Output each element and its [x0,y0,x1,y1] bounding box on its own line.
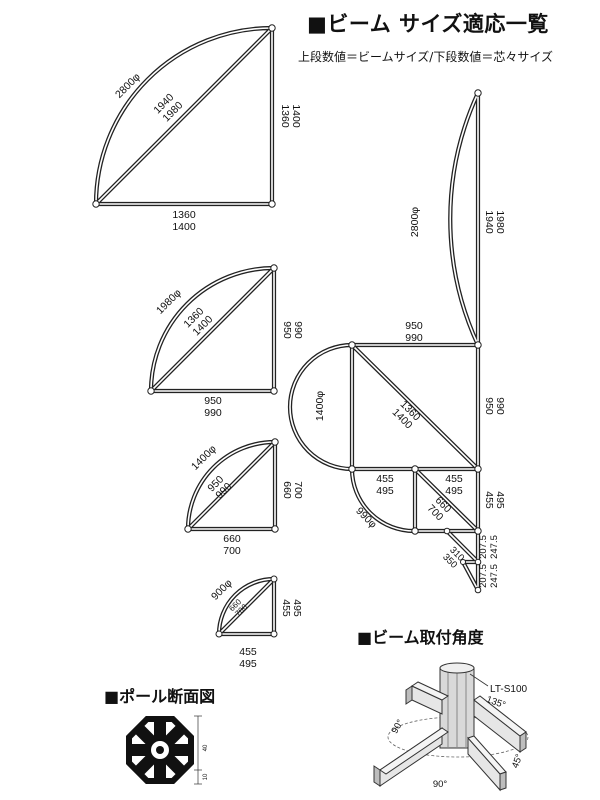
combo-mid-right-top: 455 [445,473,463,485]
joint-icon [215,575,278,638]
joint-icon [147,264,278,395]
q2800-bottom-bottom: 1400 [172,221,196,233]
mount-angle-45: 45° [510,752,525,769]
q2800-side-bottom: 1400 [290,104,302,128]
q1980-bottom-bottom: 990 [204,407,222,419]
combo-right-mid-top: 950 [483,397,495,415]
q2800-side-top: 1360 [279,104,291,128]
q900-side-bottom: 495 [291,599,303,617]
combo-top-bottom: 990 [405,332,423,344]
mount-angle-90-left: 90° [389,718,406,736]
joint-icon [92,24,276,208]
combination-diagram: 2800φ 1940 1980 950 990 1400φ 950 990 13… [287,89,506,594]
pole-dim-outer: 40 [203,744,209,751]
combo-mid-left-bottom: 495 [376,485,394,497]
mount-model-label: LT-S100 [490,684,527,695]
combo-tiny-a-bottom: 247.5 [489,535,500,559]
angle-heading: ■ビーム取付角度 [357,628,484,647]
beam-left-icon [405,681,450,715]
combo-right-low-bottom: 495 [494,491,506,509]
q1980-bottom-top: 950 [204,395,222,407]
beam-mount-illustration: LT-S100 135° 90° 90° 45° [373,662,529,792]
q900-bottom-top: 455 [239,646,257,658]
combo-mid-right-bottom: 495 [445,485,463,497]
pole-icon [439,662,475,749]
combo-big-side-top: 1940 [483,210,495,234]
combo-left-arc: 1400φ [314,391,326,421]
combo-tiny-b-bottom: 247.5 [489,564,500,588]
quarter-2800-diagram: 2800φ 1940 1980 1360 1400 1360 1400 [92,24,302,233]
q1400-side-bottom: 700 [292,481,304,499]
q1400-bottom-top: 660 [223,533,241,545]
combo-bottom-arc: 990φ [353,505,379,531]
mount-angle-90-bottom: 90° [433,779,448,790]
combo-big-side-bottom: 1980 [494,210,506,234]
combo-right-low-top: 455 [483,491,495,509]
pole-heading: ■ポール断面図 [104,687,216,706]
combo-mid-left-top: 455 [376,473,394,485]
combo-top-top: 950 [405,320,423,332]
q1980-side-bottom: 990 [292,321,304,339]
combo-tiny-a-top: 207.5 [478,535,489,559]
combo-tiny-b-top: 207.5 [478,564,489,588]
beam-right-icon [473,695,527,754]
page-subtitle: 上段数値＝ビームサイズ/下段数値＝芯々サイズ [298,50,553,64]
pole-dim-inner: 10 [203,773,209,780]
pole-cross-section-icon: 40 10 [126,715,209,785]
quarter-1400-diagram: 1400φ 950 990 660 700 660 700 [184,438,304,557]
q1980-side-top: 950 [281,321,293,339]
page-title: ■ビーム サイズ適応一覧 [307,12,549,36]
combo-right-mid-bottom: 990 [494,397,506,415]
joint-icon [348,89,482,594]
q2800-bottom-top: 1360 [172,209,196,221]
q900-bottom-bottom: 495 [239,658,257,670]
quarter-900-diagram: 900φ 660 700 455 495 455 495 [209,575,303,670]
q900-side-top: 455 [280,599,292,617]
q1400-side-top: 660 [281,481,293,499]
q1400-bottom-bottom: 700 [223,545,241,557]
beam-lower-right-icon [467,735,507,792]
joint-icon [184,438,279,533]
combo-big-arc: 2800φ [409,207,421,237]
beam-lower-left-icon [373,727,449,787]
quarter-1980-diagram: 1980φ 1360 1400 950 990 950 990 [147,264,304,419]
q2800-arc-label: 2800φ [113,71,143,101]
